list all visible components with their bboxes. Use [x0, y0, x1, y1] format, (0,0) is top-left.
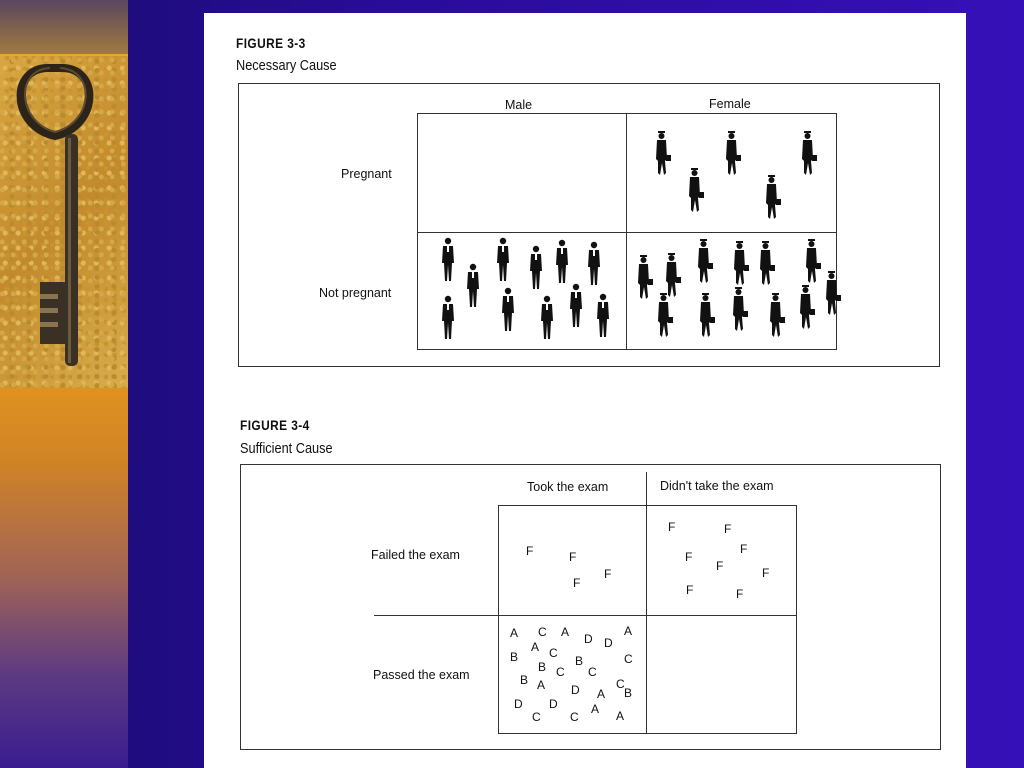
woman-with-bag-icon: [800, 131, 818, 182]
man-in-suit-icon: [540, 295, 554, 346]
man-in-suit-icon: [496, 237, 510, 288]
grade-letter: C: [532, 710, 541, 724]
grade-letter: B: [520, 673, 529, 687]
man-in-suit-icon: [596, 293, 610, 344]
key-icon: [16, 63, 94, 366]
woman-with-bag-icon: [768, 293, 786, 344]
grade-letter: A: [510, 626, 519, 640]
grade-letter: C: [570, 710, 579, 724]
woman-with-bag-icon: [764, 175, 782, 226]
grade-letter: C: [556, 665, 565, 679]
man-in-suit-icon: [441, 295, 455, 346]
woman-with-bag-icon: [664, 253, 682, 304]
grid34-divider-horizontal: [374, 615, 796, 616]
woman-with-bag-icon: [636, 255, 654, 306]
woman-with-bag-icon: [824, 271, 842, 322]
grid34-divider-vertical: [646, 472, 647, 733]
grade-letter: D: [604, 636, 613, 650]
grade-letter: F: [736, 587, 744, 601]
key-photo: [0, 56, 128, 388]
woman-with-bag-icon: [698, 293, 716, 344]
row-header-not-pregnant: Not pregnant: [319, 286, 392, 300]
grade-letter: B: [575, 654, 584, 668]
woman-with-bag-icon: [696, 239, 714, 290]
row-header-failed: Failed the exam: [371, 548, 460, 562]
figure-3-4-title: Sufficient Cause: [240, 440, 333, 457]
grade-letter: D: [514, 697, 523, 711]
figure-3-3-label: FIGURE 3-3: [236, 35, 306, 51]
woman-with-bag-icon: [731, 287, 749, 338]
grade-letter: F: [604, 567, 612, 581]
col-header-female: Female: [709, 97, 751, 111]
woman-with-bag-icon: [732, 241, 750, 292]
grade-letter: F: [526, 544, 534, 558]
figure-3-4-grid: [498, 505, 797, 734]
woman-with-bag-icon: [654, 131, 672, 182]
left-decoration-strip: [0, 0, 128, 768]
figure-3-4-label: FIGURE 3-4: [240, 417, 310, 433]
grade-letter: F: [686, 583, 694, 597]
man-in-suit-icon: [466, 263, 480, 314]
grade-letter: F: [573, 576, 581, 590]
col-header-didnt-take-exam: Didn't take the exam: [660, 479, 774, 493]
grade-letter: A: [561, 625, 570, 639]
woman-with-bag-icon: [798, 285, 816, 336]
grade-letter: F: [685, 550, 693, 564]
figure-3-3-frame: [238, 83, 940, 367]
grade-letter: C: [549, 646, 558, 660]
grid-divider-horizontal: [417, 232, 836, 233]
textbook-page: FIGURE 3-3 Necessary Cause Male Female P…: [204, 13, 966, 768]
grid-divider-vertical: [626, 113, 627, 349]
woman-with-bag-icon: [804, 239, 822, 290]
woman-with-bag-icon: [724, 131, 742, 182]
grade-letter: B: [624, 686, 633, 700]
man-in-suit-icon: [555, 239, 569, 290]
grade-letter: C: [616, 677, 625, 691]
grade-letter: C: [588, 665, 597, 679]
col-header-male: Male: [505, 98, 533, 112]
grade-letter: A: [591, 702, 600, 716]
grade-letter: F: [724, 522, 732, 536]
grade-letter: F: [569, 550, 577, 564]
grade-letter: A: [531, 640, 540, 654]
woman-with-bag-icon: [656, 293, 674, 344]
col-header-took-exam: Took the exam: [527, 480, 609, 494]
figure-3-3-grid: [417, 113, 837, 350]
left-strip-top-band: [0, 0, 128, 54]
grade-letter: C: [538, 625, 547, 639]
grade-letter: B: [510, 650, 519, 664]
woman-with-bag-icon: [687, 168, 705, 219]
grade-letter: D: [584, 632, 593, 646]
man-in-suit-icon: [587, 241, 601, 292]
grade-letter: D: [571, 683, 580, 697]
grade-letter: F: [716, 559, 724, 573]
grade-letter: F: [762, 566, 770, 580]
grade-letter: B: [538, 660, 547, 674]
man-in-suit-icon: [529, 245, 543, 296]
figure-3-4-frame: [240, 464, 941, 750]
figure-3-3-title: Necessary Cause: [236, 57, 337, 74]
grade-letter: A: [597, 687, 606, 701]
row-header-pregnant: Pregnant: [341, 167, 392, 181]
grade-letter: C: [624, 652, 633, 666]
man-in-suit-icon: [569, 283, 583, 334]
man-in-suit-icon: [501, 287, 515, 338]
grade-letter: F: [668, 520, 676, 534]
grade-letter: A: [624, 624, 633, 638]
row-header-passed: Passed the exam: [373, 668, 470, 682]
man-in-suit-icon: [441, 237, 455, 288]
grade-letter: A: [616, 709, 625, 723]
grade-letter: D: [549, 697, 558, 711]
grade-letter: F: [740, 542, 748, 556]
grade-letter: A: [537, 678, 546, 692]
woman-with-bag-icon: [758, 241, 776, 292]
